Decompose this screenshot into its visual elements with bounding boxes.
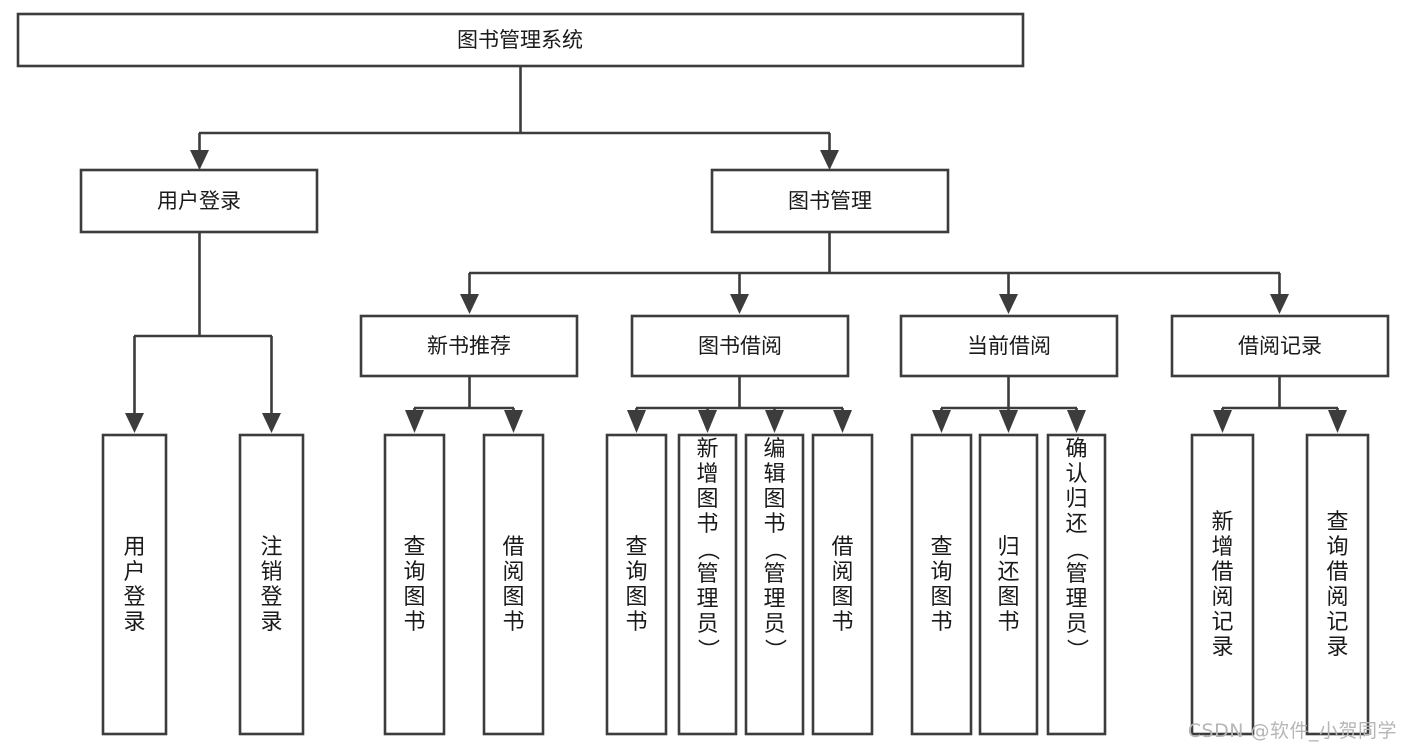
node-root-label: 图书管理系统: [457, 28, 583, 52]
arrow-head-leaf-query-record: [1328, 410, 1347, 433]
node-new-book-recommend-label: 新书推荐: [427, 334, 511, 358]
arrow-head-borrow-record: [1270, 294, 1289, 314]
connector-group-user-login: [125, 232, 281, 433]
leaf-borrow-book-2-box[interactable]: [811, 433, 874, 736]
connector-group-new-book-recommend: [405, 376, 523, 433]
leaf-query-record-box[interactable]: [1305, 433, 1370, 736]
leaf-query-book-3-box[interactable]: [910, 433, 973, 736]
connector-group-root: [190, 66, 839, 170]
node-book-manage-box[interactable]: [710, 168, 950, 234]
arrow-head-leaf-borrow-book-1: [504, 410, 523, 433]
node-new-book-recommend[interactable]: 新书推荐: [359, 314, 579, 378]
leaf-edit-book-box[interactable]: [744, 433, 805, 736]
arrow-head-leaf-borrow-book-2: [833, 410, 852, 433]
arrow-head-book-manage: [820, 150, 839, 170]
arrow-head-book-borrow: [730, 294, 749, 314]
arrow-head-leaf-logout-login: [262, 413, 281, 433]
leaf-borrow-book-1-box[interactable]: [482, 433, 545, 736]
node-current-borrow[interactable]: 当前借阅: [899, 314, 1119, 378]
leaf-return-book-box[interactable]: [978, 433, 1039, 736]
node-borrow-record[interactable]: 借阅记录: [1170, 314, 1390, 378]
arrow-head-current-borrow: [999, 294, 1018, 314]
node-root-box[interactable]: [16, 12, 1025, 68]
node-book-borrow-label: 图书借阅: [698, 334, 782, 358]
node-book-borrow-box[interactable]: [630, 314, 850, 378]
connector-group-book-borrow: [627, 376, 852, 433]
node-user-login-label: 用户登录: [157, 189, 241, 213]
node-book-manage-label: 图书管理: [788, 189, 872, 213]
node-book-manage[interactable]: 图书管理: [710, 168, 950, 234]
leaf-query-book-2-box[interactable]: [605, 433, 668, 736]
node-root[interactable]: 图书管理系统: [16, 12, 1025, 68]
arrow-head-leaf-edit-book: [765, 410, 784, 433]
arrow-head-leaf-user-login: [125, 413, 144, 433]
node-borrow-record-label: 借阅记录: [1238, 334, 1322, 358]
leaf-add-record-box[interactable]: [1190, 433, 1255, 736]
arrow-head-leaf-confirm-return: [1067, 410, 1086, 433]
node-current-borrow-box[interactable]: [899, 314, 1119, 378]
leaf-user-login-box[interactable]: [101, 433, 168, 736]
arrow-head-leaf-add-record: [1213, 410, 1232, 433]
leaf-confirm-return-box[interactable]: [1046, 433, 1107, 736]
node-user-login[interactable]: 用户登录: [79, 168, 319, 234]
arrow-head-leaf-query-book-1: [405, 410, 424, 433]
connector-group-borrow-record: [1213, 376, 1347, 433]
arrow-head-leaf-query-book-3: [932, 410, 951, 433]
arrow-head-user-login: [190, 150, 209, 170]
node-user-login-box[interactable]: [79, 168, 319, 234]
arrow-head-new-book-recommend: [460, 294, 479, 314]
watermark-text: CSDN @软件_小贺同学: [1187, 720, 1397, 742]
leaf-boxes: [101, 433, 1370, 736]
node-borrow-record-box[interactable]: [1170, 314, 1390, 378]
connector-group-current-borrow: [932, 376, 1086, 433]
arrow-head-leaf-add-book: [698, 410, 717, 433]
connector-group-book-manage: [460, 232, 1289, 314]
leaf-add-book-box[interactable]: [677, 433, 738, 736]
leaf-logout-login-box[interactable]: [238, 433, 305, 736]
node-current-borrow-label: 当前借阅: [967, 334, 1051, 358]
node-book-borrow[interactable]: 图书借阅: [630, 314, 850, 378]
node-new-book-recommend-box[interactable]: [359, 314, 579, 378]
arrow-head-leaf-return-book: [999, 410, 1018, 433]
arrow-head-leaf-query-book-2: [627, 410, 646, 433]
leaf-query-book-1-box[interactable]: [383, 433, 446, 736]
